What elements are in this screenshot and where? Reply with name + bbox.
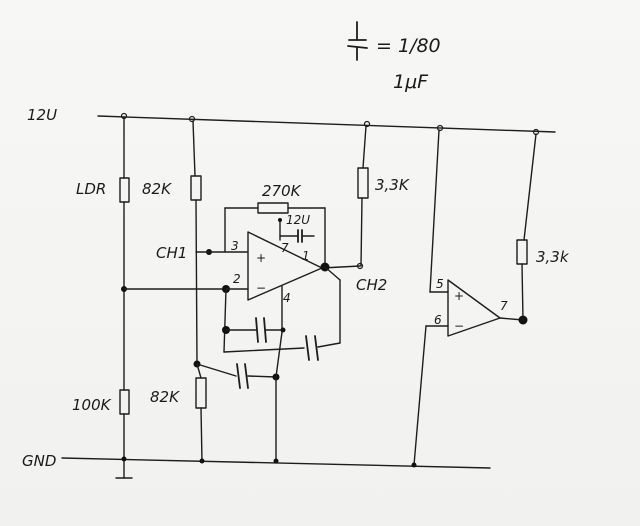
opamp1-pin7: 7	[281, 241, 289, 255]
supply-rail	[97, 115, 556, 133]
opamp1-pin3: 3	[231, 239, 239, 253]
opamp1-plus: +	[256, 251, 266, 265]
resistor-270k-label: 270K	[262, 182, 302, 200]
opamp2-pin7: 7	[500, 299, 508, 313]
opamp1-pin2: 2	[233, 272, 241, 286]
timing-cap-3	[236, 363, 241, 389]
resistor-3-3k-right-label: 3,3k	[536, 248, 570, 266]
ch2-top-junction	[363, 120, 371, 128]
resistor-100k-label: 100K	[72, 396, 112, 414]
legend-equation: = 1/80	[376, 35, 441, 57]
opamp1-pin1: 1	[302, 249, 310, 263]
resistor-100k	[119, 389, 130, 415]
supply-rail-label: 12U	[27, 106, 57, 124]
opamp1-minus: −	[256, 281, 266, 295]
cap1-right-node	[280, 327, 286, 333]
resistor-82k-top	[190, 175, 202, 201]
ground-junction-82k	[199, 458, 205, 464]
ch2-label: CH2	[356, 276, 387, 294]
opamp2-pin6: 6	[434, 313, 442, 327]
timing-cap-1	[255, 317, 259, 343]
opamp1-supply-label: 12U	[286, 213, 310, 227]
resistor-82k-bottom-label: 82K	[150, 388, 180, 406]
opamp2-minus: −	[454, 319, 464, 333]
ch2-node	[356, 262, 364, 270]
opamp1-supply-dot	[278, 218, 282, 222]
r82k-top-junction	[188, 115, 196, 123]
legend-capacitance: 1μF	[393, 71, 429, 93]
opamp1-pin4: 4	[283, 291, 291, 305]
resistor-270k	[257, 202, 289, 214]
timing-cap-2	[305, 335, 310, 361]
ground-junction-left	[121, 456, 127, 462]
ch1-label: CH1	[156, 244, 187, 262]
opamp-2-body	[447, 279, 501, 337]
resistor-82k-bottom	[195, 377, 207, 409]
ground-junction-mid	[273, 458, 279, 464]
opamp2-pin5: 5	[436, 277, 444, 291]
opamp2-supply-junction	[436, 124, 444, 132]
resistor-82k-top-label: 82K	[142, 180, 172, 198]
ground-rail-label: GND	[22, 452, 56, 470]
resistor-3-3k-ch2-label: 3,3K	[375, 176, 410, 194]
ldr-label: LDR	[76, 180, 106, 198]
opamp-1-body	[247, 231, 323, 301]
opamp2-plus: +	[454, 289, 464, 303]
capacitor-legend-symbol	[347, 21, 368, 61]
ldr-resistor	[119, 177, 130, 203]
resistor-3-3k-right	[516, 239, 528, 265]
ground-junction-right	[411, 462, 417, 468]
resistor-3-3k-ch2	[357, 167, 369, 199]
